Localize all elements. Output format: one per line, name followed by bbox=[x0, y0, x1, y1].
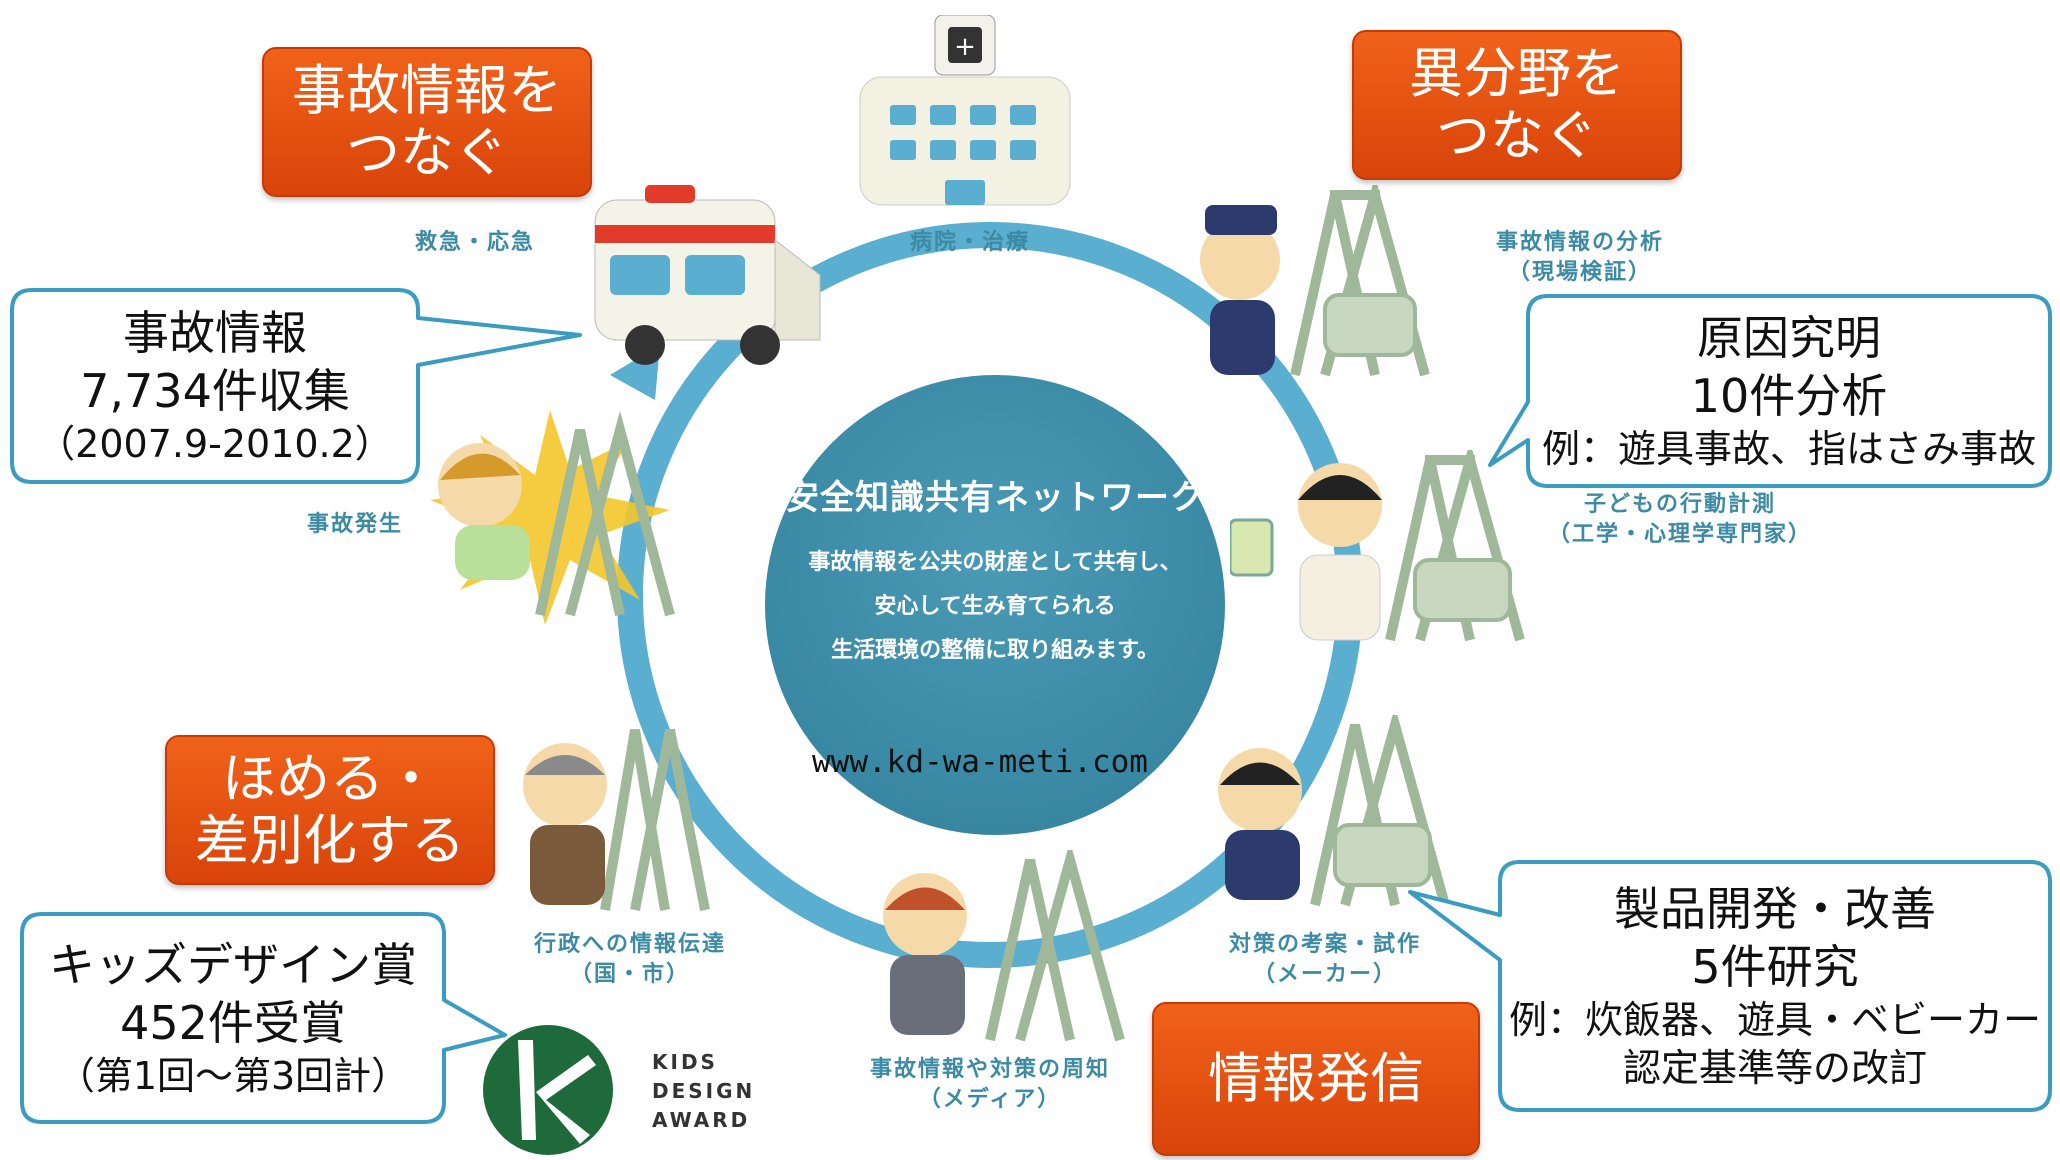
website-url: www.kd-wa-meti.com bbox=[812, 744, 1148, 780]
node-analysis-label: 事故情報の分析（現場検証） bbox=[1495, 230, 1664, 285]
node-media-label: 事故情報や対策の周知（メディア） bbox=[869, 1057, 1110, 1112]
swing-measure-illustration bbox=[1230, 450, 1525, 642]
connect-fields-box: 異分野をつなぐ bbox=[1352, 30, 1682, 180]
svg-text:+: + bbox=[954, 32, 976, 62]
swing-accident-illustration bbox=[430, 410, 675, 625]
ambulance-illustration bbox=[594, 185, 821, 365]
center-body-line: 生活環境の整備に取り組みます。 bbox=[831, 638, 1159, 663]
publish-box: 情報発信 bbox=[1152, 1002, 1480, 1156]
connect-info-box: 事故情報をつなぐ bbox=[262, 47, 592, 197]
swing-media-illustration bbox=[883, 850, 1125, 1042]
kids-design-award-logo-icon bbox=[483, 1025, 613, 1155]
center-body-line: 事故情報を公共の財産として共有し、 bbox=[808, 550, 1182, 575]
callout-accident-info: 事故情報 7,734件収集 （2007.9-2010.2） bbox=[37, 306, 393, 466]
swing-government-illustration bbox=[523, 729, 710, 911]
node-accident-label: 事故発生 bbox=[306, 512, 403, 537]
center-disc bbox=[765, 375, 1225, 835]
node-hospital-label: 病院・治療 bbox=[909, 230, 1030, 255]
callout-award: キッズデザイン賞 452件受賞 （第1回～第3回計） bbox=[49, 938, 417, 1098]
node-measure-label: 子どもの行動計測（工学・心理学専門家） bbox=[1547, 492, 1812, 547]
node-countermeasure-label: 対策の考案・試作（メーカー） bbox=[1228, 932, 1421, 987]
center-body-line: 安心して生み育てられる bbox=[874, 594, 1116, 619]
node-emergency-label: 救急・応急 bbox=[414, 230, 535, 255]
swing-analysis-illustration bbox=[1200, 185, 1430, 377]
center-title: 安全知識共有ネットワーク bbox=[785, 478, 1205, 518]
hospital-illustration: + bbox=[859, 15, 1071, 206]
callout-product: 製品開発・改善 5件研究 例：炊飯器、遊具・ベビーカー 認定基準等の改訂 bbox=[1508, 882, 2041, 1090]
praise-box: ほめる・差別化する bbox=[165, 735, 495, 885]
callout-cause: 原因究明 10件分析 例：遊具事故、指はさみ事故 bbox=[1541, 311, 2036, 471]
node-government-label: 行政への情報伝達（国・市） bbox=[533, 932, 726, 987]
swing-countermeasure-illustration bbox=[1218, 715, 1450, 907]
